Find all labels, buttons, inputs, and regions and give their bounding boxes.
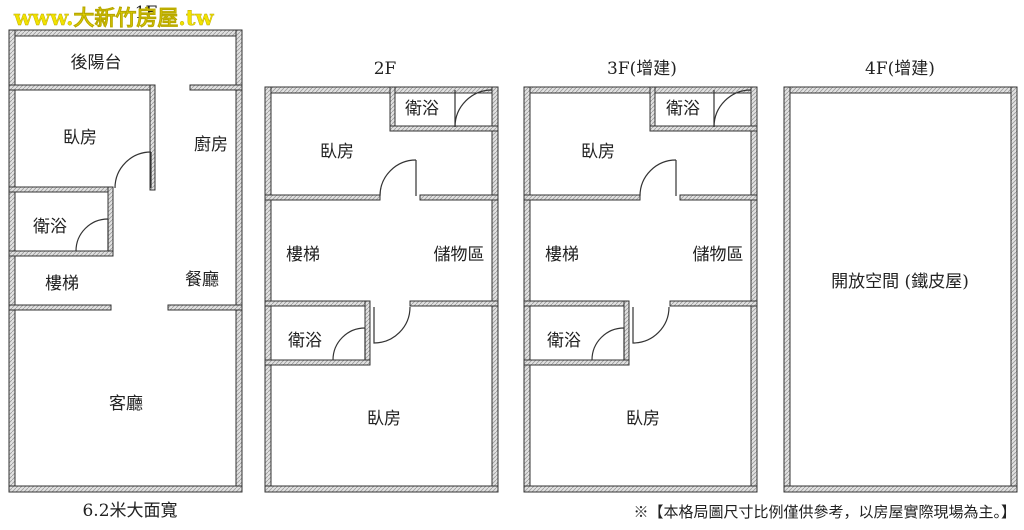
floor-1f: 1F 後陽台 臥房 廚房 衛浴 樓梯 餐廳 客廳 [8,3,243,493]
room-1f-dining: 餐廳 [185,270,219,290]
room-1f-bathroom: 衛浴 [33,217,67,237]
floor-4f-walls [783,86,1018,493]
floor-3f-walls [523,86,758,493]
floor-1f-walls [8,29,243,493]
floor-4f: 4F(增建) 開放空間 (鐵皮屋) [783,59,1018,493]
disclaimer-note: ※【本格局圖尺寸比例僅供參考，以房屋實際現場為主。】 [633,503,1016,521]
floor-2f-walls [264,86,499,493]
floor-1f-title: 1F [135,3,158,23]
room-2f-storage: 儲物區 [434,245,485,265]
floor-2f-title: 2F [374,59,397,79]
floor-4f-title: 4F(增建) [865,59,935,79]
room-1f-balcony: 後陽台 [71,53,122,73]
room-3f-bathroom-top: 衛浴 [666,99,700,119]
room-3f-bedroom-top: 臥房 [581,142,615,162]
floor-3f: 3F(增建) 衛浴 臥房 樓梯 儲物區 衛浴 臥房 [523,59,758,493]
room-2f-bathroom-top: 衛浴 [405,99,439,119]
room-3f-bathroom-bottom: 衛浴 [547,331,581,351]
room-3f-stairs: 樓梯 [545,245,579,265]
room-3f-storage: 儲物區 [693,245,744,265]
floor-2f: 2F 衛浴 臥房 樓梯 儲物區 衛浴 臥房 [264,59,499,493]
room-1f-living: 客廳 [109,394,143,414]
room-2f-bedroom-bottom: 臥房 [367,409,401,429]
room-1f-stairs: 樓梯 [45,274,79,294]
frontage-note: 6.2米大面寬 [82,501,177,521]
floor-3f-title: 3F(增建) [607,59,677,79]
room-2f-bathroom-bottom: 衛浴 [288,331,322,351]
watermark-logo: www.大新竹房屋.tw [13,5,214,30]
room-4f-open-space: 開放空間 (鐵皮屋) [831,272,969,292]
room-1f-bedroom: 臥房 [63,128,97,148]
room-3f-bedroom-bottom: 臥房 [626,409,660,429]
room-1f-kitchen: 廚房 [194,134,228,155]
room-2f-bedroom-top: 臥房 [320,142,354,162]
room-2f-stairs: 樓梯 [286,245,320,265]
